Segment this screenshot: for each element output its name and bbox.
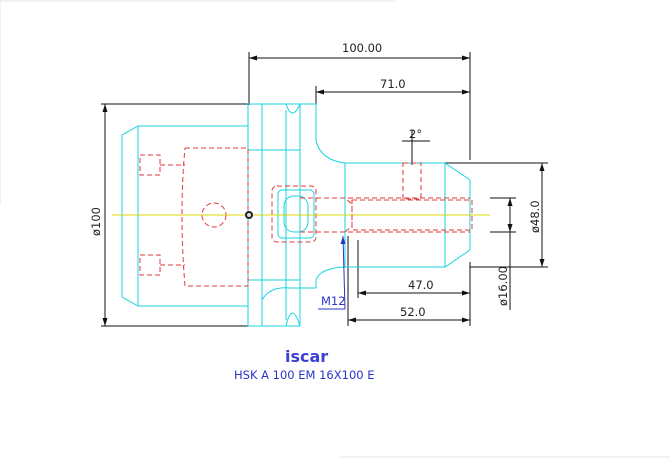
dim-nose-diameter: ø48.0 [528,200,542,233]
dim-outer-diameter: ø100 [89,207,103,236]
thread-label: M12 [321,294,346,308]
center-marker [245,211,253,219]
dimension-lines [101,52,548,327]
dim-bore-diameter: ø16.00 [496,266,510,306]
thread-leader-arrow [340,236,346,244]
dim-clamp-length: 52.0 [400,305,426,319]
dim-angle: 2° [409,127,422,141]
dimension-arrowheads [102,55,545,326]
hidden-lines [139,147,473,287]
brand-logo: iscar [285,347,328,366]
drawing-caption: HSK A 100 EM 16X100 E [234,368,375,382]
dim-body-length: 71.0 [380,77,406,91]
dim-overall-length: 100.00 [342,41,382,55]
thread-leader [318,235,346,310]
dim-bore-depth: 47.0 [408,278,434,292]
